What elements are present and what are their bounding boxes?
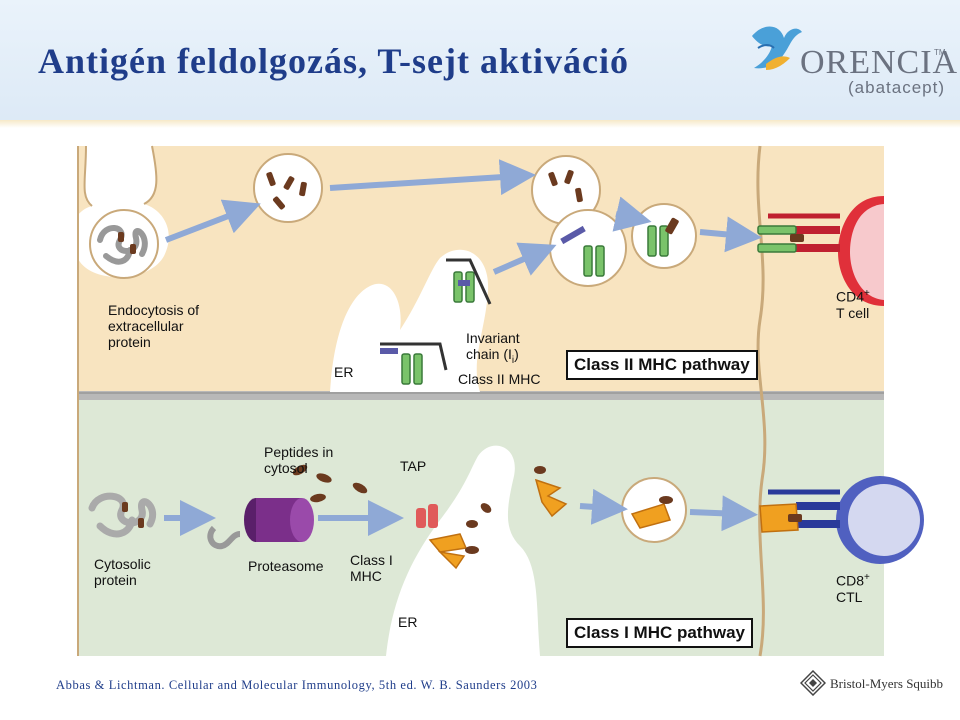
peptide-icon: [266, 171, 307, 210]
logo-subtitle: (abatacept): [848, 78, 945, 97]
panel-divider: [78, 391, 884, 400]
class2-mhc-icon: [583, 245, 605, 277]
class2-pathway-box: Class II MHC pathway: [566, 350, 758, 380]
cytosolic-protein-icon: [88, 492, 157, 538]
header-rule: [0, 120, 960, 128]
bms-logo: Bristol-Myers Squibb: [800, 668, 944, 698]
logo-brand: ORENCIA: [800, 44, 959, 81]
tcr-cd8-icon: [759, 489, 840, 533]
er-upper: [330, 249, 489, 392]
cd8-ctl-label: CD8+ CTL: [836, 572, 870, 605]
er-lower: [386, 445, 540, 656]
peptides-cytosol-label: Peptides in cytosol: [264, 444, 334, 476]
proteasome-label: Proteasome: [248, 558, 324, 574]
proteasome-icon: [207, 498, 314, 550]
dove-icon: [752, 26, 802, 70]
cytosolic-protein-label: Cytosolic protein: [94, 556, 151, 588]
slide-header: [0, 0, 960, 128]
orencia-logo: ORENCIA TM (abatacept): [744, 18, 957, 100]
cytosolic-peptides: [292, 464, 368, 503]
class1-mhc-label: Class I MHC: [350, 552, 393, 584]
logo-trademark: TM: [934, 48, 946, 57]
tcr-cd4-icon: [757, 213, 840, 253]
bms-emblem-icon: [800, 670, 826, 696]
class1-flow-arrows: [164, 488, 758, 536]
slide-title: Antigén feldolgozás, T-sejt aktiváció: [38, 41, 629, 81]
cd4-tcell-label: CD4+ T cell: [836, 288, 870, 321]
class1-pathway-box: Class I MHC pathway: [566, 618, 753, 648]
class2-mhc-label: Class II MHC: [458, 371, 541, 387]
tap-icon: [416, 504, 438, 528]
endocytosis-label: Endocytosis of extracellular protein: [108, 302, 200, 350]
invariant-chain-label: Invariant chain (Ii): [466, 330, 520, 366]
er-upper-label: ER: [334, 364, 354, 380]
class2-flow-arrows: [164, 159, 762, 276]
citation-text: Abbas & Lichtman. Cellular and Molecular…: [56, 678, 538, 692]
extracellular-protein-icon: [97, 225, 148, 265]
tap-label: TAP: [400, 458, 427, 474]
er-lower-label: ER: [398, 614, 418, 630]
bms-logo-text: Bristol-Myers Squibb: [830, 676, 944, 691]
